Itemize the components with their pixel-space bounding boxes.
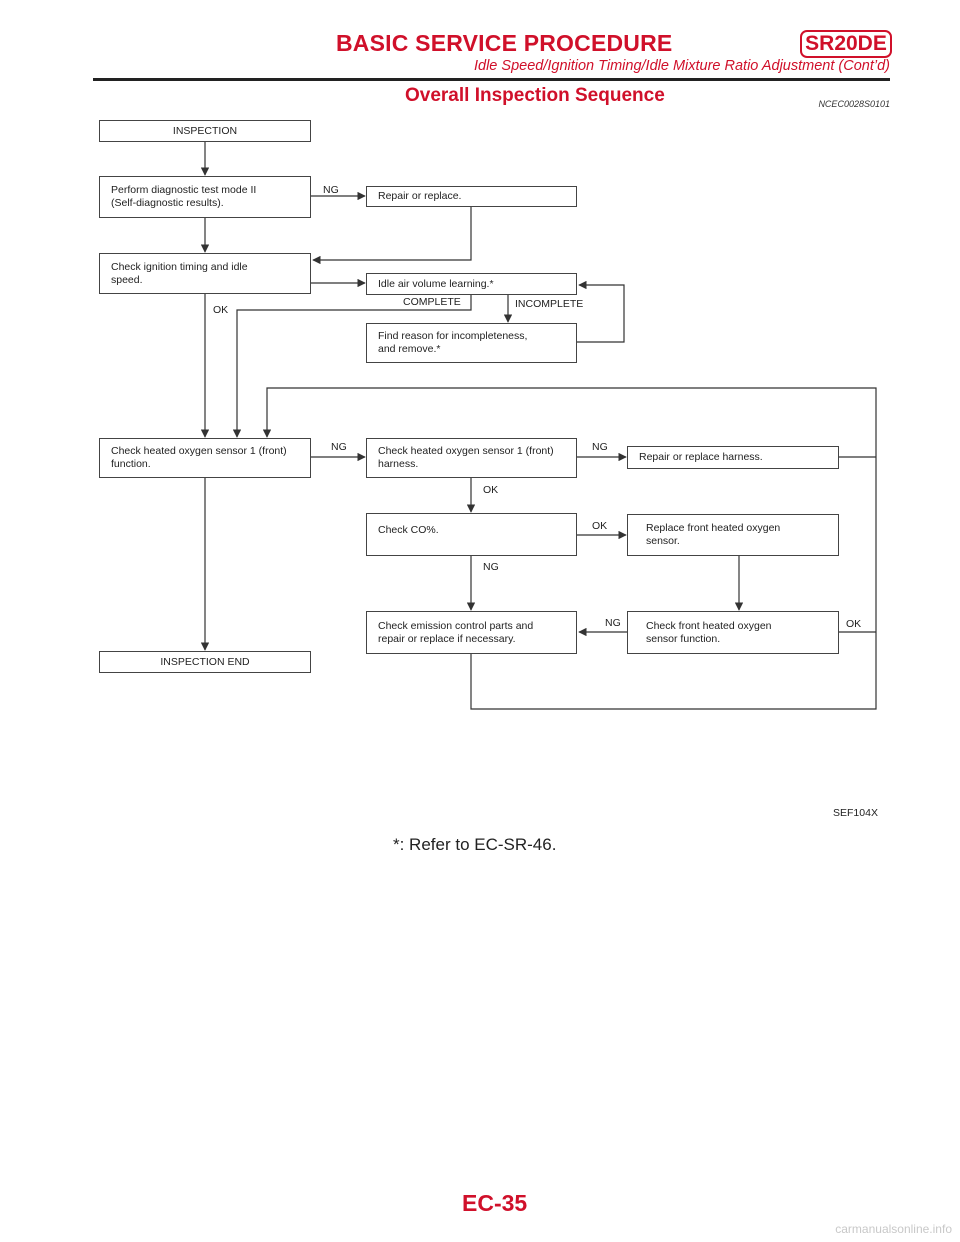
box-replace-sensor: Replace front heated oxygen sensor.	[627, 514, 839, 556]
label-ok-ignition: OK	[213, 304, 229, 316]
arrow-emission-return	[470, 409, 877, 710]
label-ng-front: NG	[605, 617, 621, 629]
page-number: EC-35	[462, 1190, 528, 1216]
label-incomplete: INCOMPLETE	[515, 298, 584, 310]
arrow-complete-path	[232, 295, 472, 438]
box-idle-air-learning: Idle air volume learning.*	[366, 273, 577, 295]
box-inspection-end: INSPECTION END	[99, 651, 311, 673]
label-ng-diagnostic: NG	[323, 184, 339, 196]
box-inspection: INSPECTION	[99, 120, 311, 142]
label-ok-harness: OK	[483, 484, 499, 496]
header-badge: SR20DE	[800, 30, 892, 58]
section-title: Overall Inspection Sequence	[405, 85, 665, 106]
header-rule	[93, 78, 890, 81]
label-ok-front: OK	[846, 618, 862, 630]
box-repair-or-replace: Repair or replace.	[366, 186, 577, 207]
label-ok-co: OK	[592, 520, 608, 532]
box-diagnostic-test: Perform diagnostic test mode II (Self-di…	[99, 176, 311, 218]
box-repair-harness: Repair or replace harness.	[627, 446, 839, 469]
box-check-sensor-harness: Check heated oxygen sensor 1 (front) har…	[366, 438, 577, 478]
watermark-text: carmanualsonline.info	[835, 1222, 952, 1236]
box-find-reason: Find reason for incompleteness, and remo…	[366, 323, 577, 363]
section-code: NCEC0028S0101	[818, 99, 890, 109]
label-complete: COMPLETE	[403, 296, 461, 308]
header-title: BASIC SERVICE PROCEDURE	[336, 30, 673, 56]
label-ng-co: NG	[483, 561, 499, 573]
label-ng-function: NG	[331, 441, 347, 453]
figure-reference: SEF104X	[833, 807, 878, 819]
label-ng-harness: NG	[592, 441, 608, 453]
box-check-emission: Check emission control parts and repair …	[366, 611, 577, 654]
arrow-repair-return	[312, 207, 472, 265]
box-check-ignition: Check ignition timing and idle speed.	[99, 253, 311, 294]
box-check-sensor-function: Check heated oxygen sensor 1 (front) fun…	[99, 438, 311, 478]
arrow-return-loop-top	[262, 387, 877, 438]
header-subtitle: Idle Speed/Ignition Timing/Idle Mixture …	[473, 58, 890, 74]
box-check-co: Check CO%.	[366, 513, 577, 556]
arrow-find-reason-loop	[577, 280, 625, 343]
footnote: *: Refer to EC-SR-46.	[393, 835, 557, 854]
box-check-front-sensor: Check front heated oxygen sensor functio…	[627, 611, 839, 654]
